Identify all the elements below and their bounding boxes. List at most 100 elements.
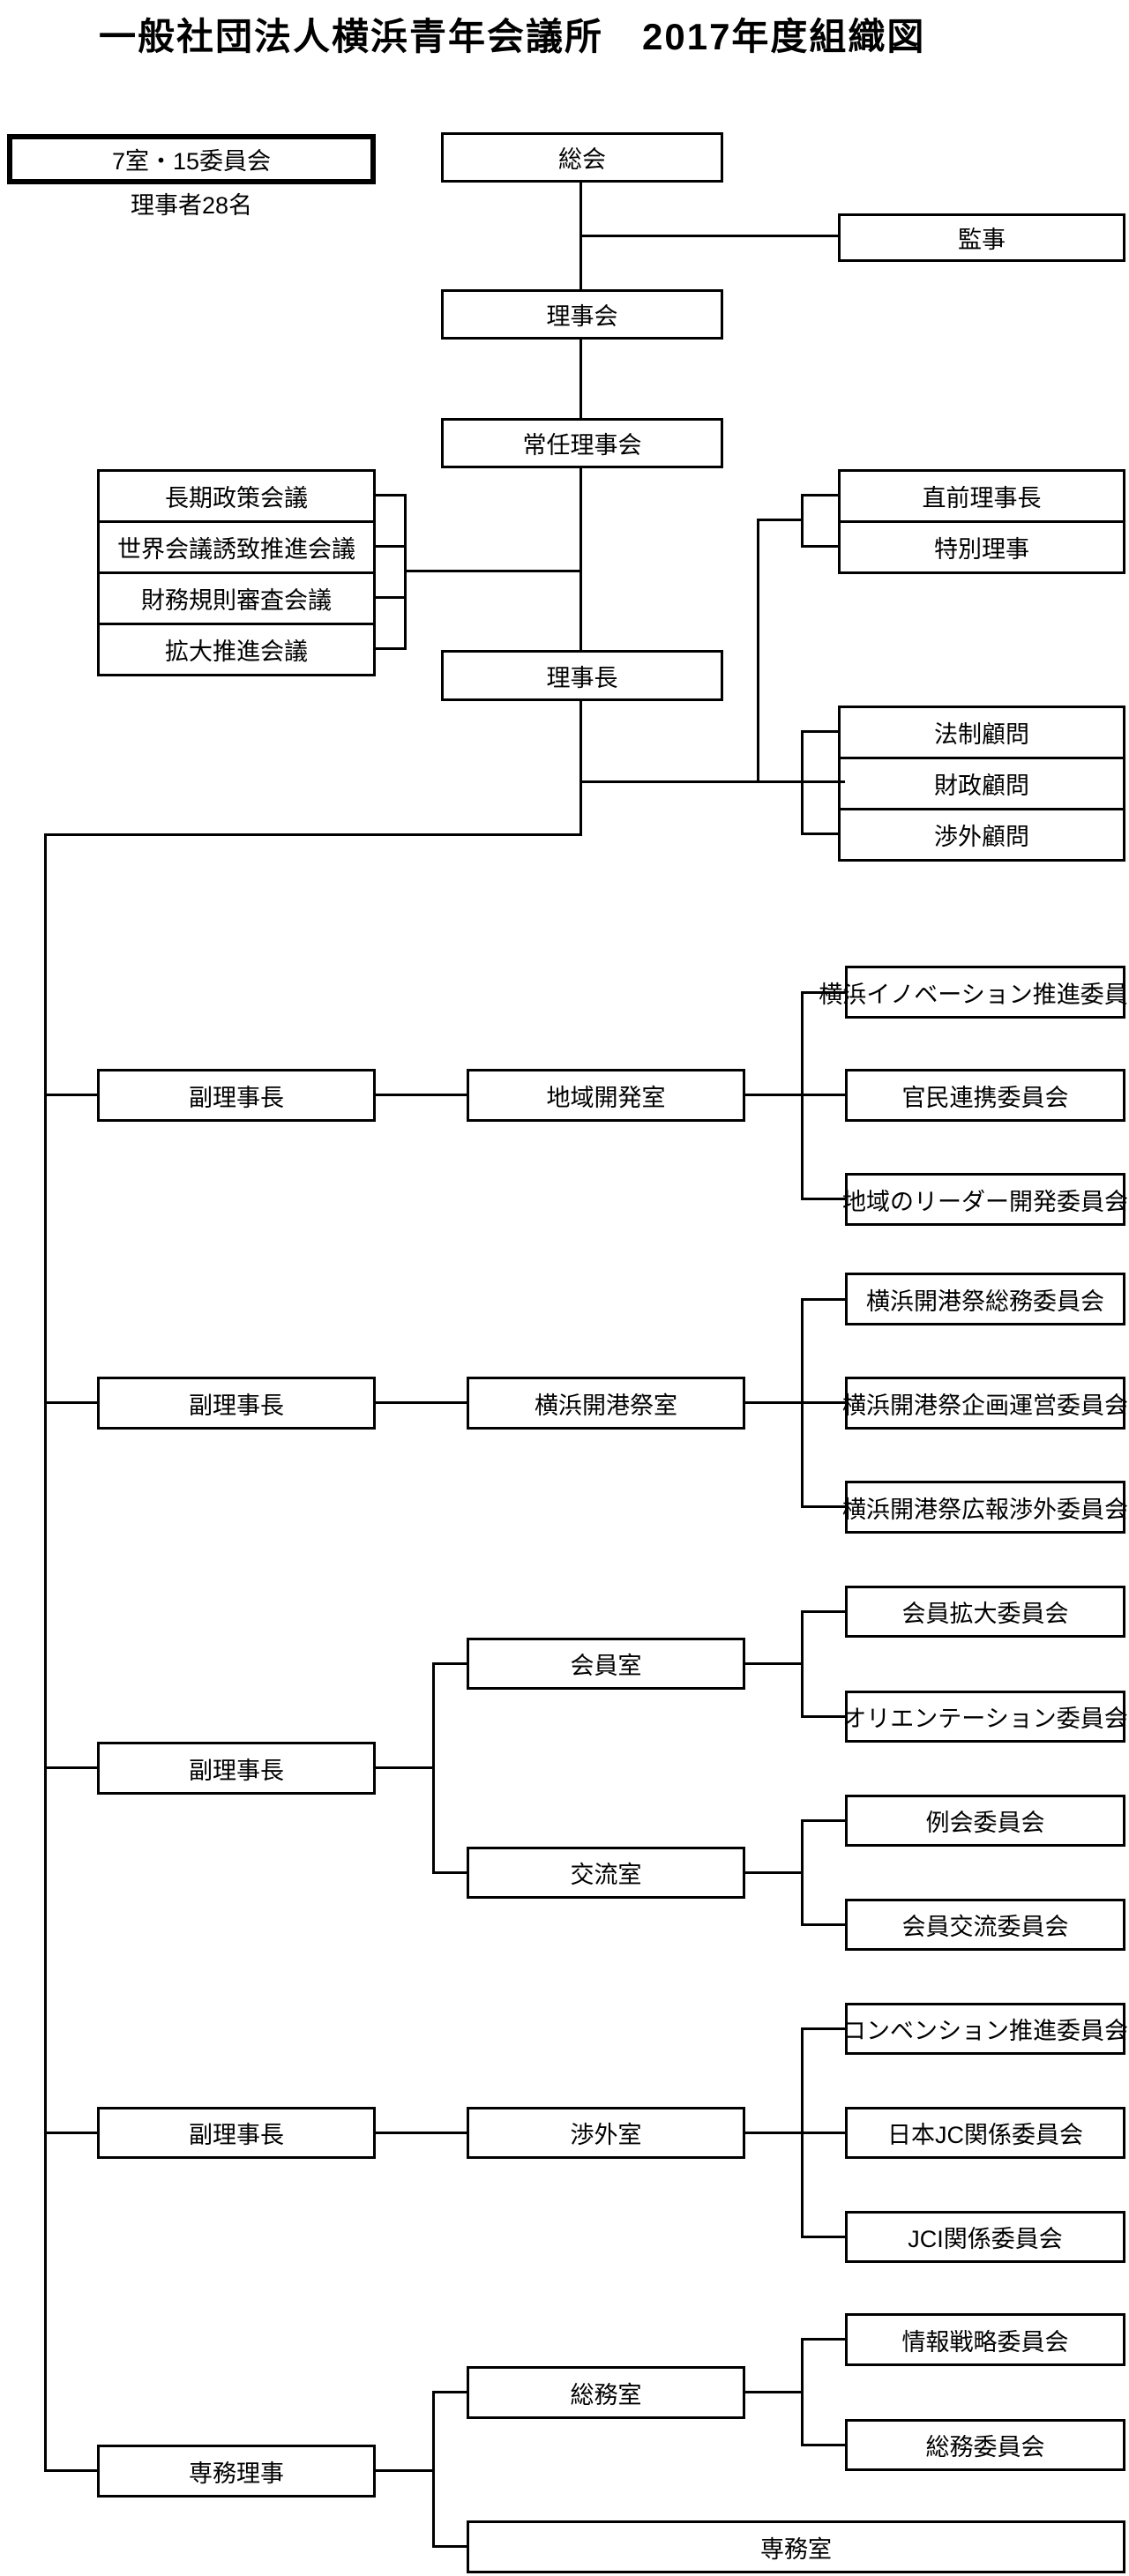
- node-room-external-affairs: 渉外室: [467, 2107, 745, 2159]
- connector: [376, 647, 404, 650]
- connector: [376, 2132, 467, 2134]
- connector: [579, 235, 838, 237]
- node-immediate-past-chairman: 直前理事長: [838, 469, 1125, 523]
- node-council-finance-rules: 財務規則審査会議: [97, 571, 376, 625]
- connector: [801, 1923, 845, 1926]
- connector: [801, 1198, 845, 1200]
- legend-box: 7室・15委員会: [7, 134, 376, 184]
- connector: [801, 494, 804, 548]
- connector: [44, 833, 47, 2472]
- connector: [801, 730, 804, 835]
- connector: [745, 1662, 801, 1665]
- connector: [579, 701, 582, 836]
- connector: [801, 494, 838, 497]
- connector: [44, 2469, 97, 2472]
- node-board: 理事会: [441, 289, 723, 340]
- connector: [801, 1505, 845, 1508]
- connector: [801, 1819, 804, 1926]
- node-auditor: 監事: [838, 213, 1125, 262]
- connector: [44, 1766, 97, 1769]
- node-committee-pf-pr: 横浜開港祭広報渉外委員会: [842, 1481, 1128, 1534]
- node-committee-regular-meeting: 例会委員会: [845, 1795, 1125, 1847]
- node-council-world-conference: 世界会議誘致推進会議: [97, 520, 376, 574]
- connector: [801, 730, 838, 733]
- connector: [376, 1766, 434, 1769]
- connector: [801, 1819, 845, 1822]
- node-committee-innovation: 横浜イノベーション推進委員会: [819, 966, 1129, 1019]
- connector: [376, 2469, 434, 2472]
- node-vice-chairman-4: 副理事長: [97, 2107, 376, 2159]
- connector: [801, 2027, 845, 2030]
- connector: [801, 1298, 804, 1507]
- node-committee-member-exchange: 会員交流委員会: [845, 1899, 1125, 1951]
- node-committee-pf-planning: 横浜開港祭企画運営委員会: [842, 1377, 1128, 1430]
- connector: [745, 1094, 845, 1096]
- node-advisor-external: 渉外顧問: [838, 808, 1125, 862]
- connector: [801, 2444, 845, 2446]
- node-special-director: 特別理事: [838, 520, 1125, 574]
- node-vice-chairman-1: 副理事長: [97, 1069, 376, 1122]
- connector: [801, 2027, 804, 2237]
- connector: [801, 991, 804, 1200]
- connector: [801, 1610, 845, 1613]
- node-room-regional-dev: 地域開発室: [467, 1069, 745, 1122]
- node-committee-regional-leader: 地域のリーダー開発委員会: [842, 1173, 1128, 1226]
- node-general-meeting: 総会: [441, 132, 723, 183]
- connector: [745, 1401, 845, 1404]
- connector: [432, 1871, 467, 1874]
- connector: [801, 1298, 845, 1301]
- connector: [801, 2338, 804, 2446]
- node-committee-japan-jc: 日本JC関係委員会: [845, 2107, 1125, 2159]
- connector: [432, 2391, 435, 2548]
- node-committee-public-private: 官民連携委員会: [845, 1069, 1125, 1122]
- connector: [745, 2391, 801, 2393]
- connector: [432, 2391, 467, 2393]
- connector: [44, 1401, 97, 1404]
- node-council-long-term: 長期政策会議: [97, 469, 376, 523]
- connector: [376, 1094, 467, 1096]
- connector: [745, 1871, 801, 1874]
- connector: [579, 468, 582, 650]
- connector: [432, 2545, 467, 2548]
- node-council-expansion: 拡大推進会議: [97, 623, 376, 676]
- node-committee-jci: JCI関係委員会: [845, 2211, 1125, 2263]
- connector: [801, 833, 838, 835]
- node-committee-pf-general: 横浜開港祭総務委員会: [845, 1273, 1125, 1325]
- connector: [376, 545, 404, 548]
- node-committee-general-affairs: 総務委員会: [845, 2419, 1125, 2471]
- node-room-membership: 会員室: [467, 1638, 745, 1690]
- node-standing-board: 常任理事会: [441, 418, 723, 468]
- connector: [801, 1610, 804, 1718]
- node-room-port-festival: 横浜開港祭室: [467, 1377, 745, 1430]
- diagram-title: 一般社団法人横浜青年会議所 2017年度組織図: [99, 16, 926, 57]
- connector: [376, 596, 404, 599]
- connector: [745, 2132, 845, 2134]
- connector: [801, 1715, 845, 1718]
- connector: [44, 833, 582, 836]
- connector: [404, 570, 580, 572]
- connector: [757, 519, 801, 521]
- node-advisor-fiscal: 財政顧問: [838, 757, 1125, 810]
- node-chairman: 理事長: [441, 650, 723, 701]
- connector: [757, 519, 759, 782]
- connector: [801, 2236, 845, 2238]
- connector: [801, 991, 845, 994]
- node-room-exchange: 交流室: [467, 1847, 745, 1899]
- connector: [44, 1094, 97, 1096]
- connector: [801, 2338, 845, 2341]
- node-room-executive-office: 専務室: [467, 2520, 1125, 2573]
- node-advisor-legal: 法制顧問: [838, 706, 1125, 759]
- node-executive-director: 専務理事: [97, 2445, 376, 2498]
- node-vice-chairman-3: 副理事長: [97, 1742, 376, 1795]
- connector: [44, 2132, 97, 2134]
- connector: [801, 545, 838, 548]
- node-committee-orientation: オリエンテーション委員会: [842, 1691, 1128, 1743]
- connector: [376, 494, 404, 497]
- connector: [579, 780, 845, 783]
- node-room-general-affairs: 総務室: [467, 2366, 745, 2419]
- node-committee-convention: コンベンション推進委員会: [842, 2003, 1128, 2055]
- node-committee-member-expansion: 会員拡大委員会: [845, 1586, 1125, 1638]
- connector: [432, 1662, 435, 1874]
- node-committee-info-strategy: 情報戦略委員会: [845, 2313, 1125, 2366]
